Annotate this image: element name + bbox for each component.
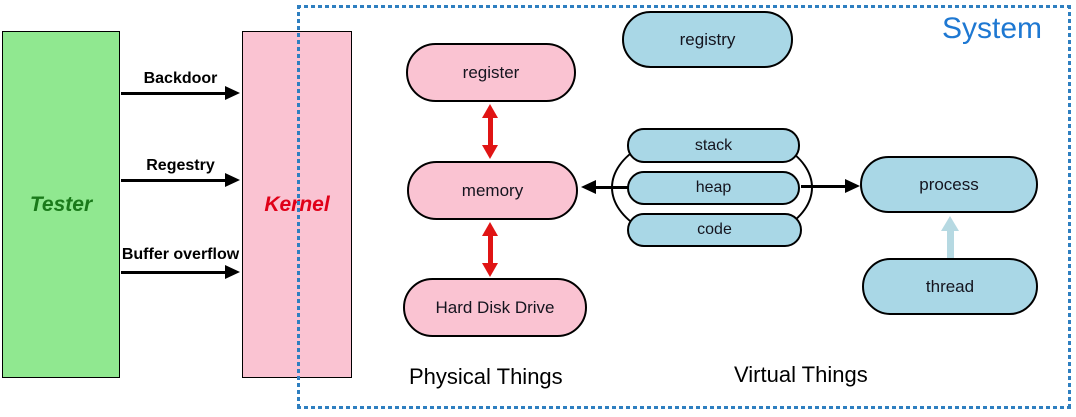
system-label: System (941, 12, 1042, 45)
arrow-buffer-overflow (121, 265, 240, 279)
system-boundary-top (297, 5, 1071, 8)
node-memory-label: memory (461, 180, 524, 200)
node-memory: memory (407, 161, 578, 220)
arrow-group-to-memory (581, 180, 628, 194)
arrowhead-right-icon (845, 179, 860, 193)
node-process-label: process (919, 174, 979, 194)
arrow-memory-hdd (482, 222, 498, 277)
arrowhead-down-icon (482, 263, 498, 277)
node-registry-label: registry (679, 29, 736, 49)
virtual-things-title: Virtual Things (734, 362, 868, 387)
arrow-line (487, 118, 493, 145)
arrowhead-up-icon (941, 216, 959, 231)
arrow-line (121, 270, 225, 274)
arrow-line (946, 231, 954, 258)
node-code: code (627, 213, 802, 247)
tester-box: Tester (2, 31, 120, 378)
arrow-register-memory (482, 104, 498, 159)
node-stack-label: stack (694, 136, 733, 154)
arrow-line (801, 184, 845, 188)
arrowhead-right-icon (225, 265, 240, 279)
arrow-backdoor (121, 86, 240, 100)
arrowhead-down-icon (482, 145, 498, 159)
arrowhead-right-icon (225, 86, 240, 100)
kernel-label: Kernel (264, 193, 329, 217)
attack-label-buffer-overflow: Buffer overflow (121, 246, 240, 263)
arrow-regestry (121, 173, 240, 187)
arrow-thread-to-process (941, 216, 959, 258)
arrowhead-right-icon (225, 173, 240, 187)
node-code-label: code (697, 221, 732, 238)
system-boundary-left (297, 5, 300, 409)
arrow-line (121, 91, 225, 95)
arrow-group-to-process (801, 179, 860, 193)
arrow-line (487, 236, 493, 263)
tester-label: Tester (29, 192, 93, 216)
node-thread: thread (862, 258, 1038, 315)
node-thread-label: thread (925, 276, 975, 296)
node-hard-disk-drive-label: Hard Disk Drive (435, 297, 555, 317)
attack-label-backdoor: Backdoor (143, 70, 218, 87)
attack-label-regestry: Regestry (146, 157, 215, 174)
arrowhead-left-icon (581, 180, 596, 194)
node-hard-disk-drive: Hard Disk Drive (403, 278, 587, 337)
system-boundary-right (1068, 5, 1071, 409)
node-stack: stack (627, 128, 800, 163)
node-heap: heap (627, 171, 800, 205)
arrowhead-up-icon (482, 104, 498, 118)
node-heap-label: heap (695, 179, 732, 196)
arrow-line (121, 178, 225, 182)
node-process: process (860, 156, 1038, 213)
node-register: register (406, 43, 576, 102)
node-register-label: register (462, 62, 520, 82)
arrowhead-up-icon (482, 222, 498, 236)
node-registry: registry (622, 11, 793, 68)
arrow-line (596, 185, 628, 189)
system-boundary-bottom (297, 406, 1071, 409)
physical-things-title: Physical Things (409, 364, 563, 389)
